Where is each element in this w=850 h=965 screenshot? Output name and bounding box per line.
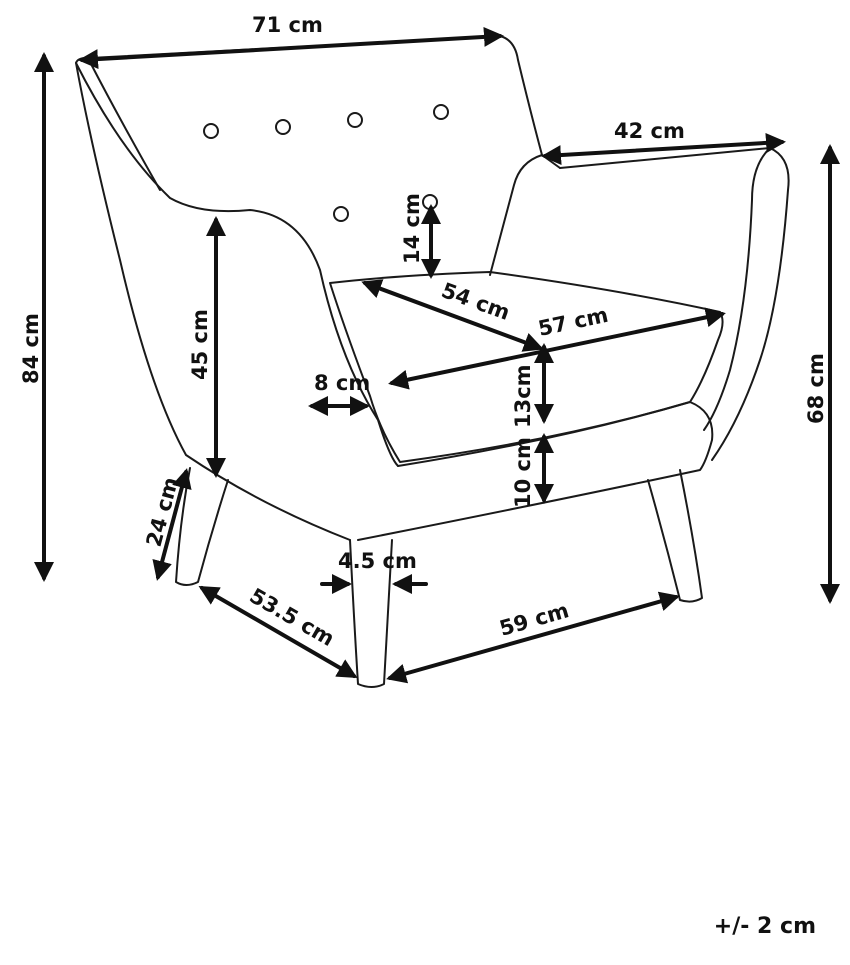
label-arm-width: 8 cm	[314, 371, 370, 395]
tuft-button	[333, 206, 349, 222]
label-leg-thickness: 4.5 cm	[338, 549, 417, 573]
label-total-width: 71 cm	[252, 13, 323, 37]
dimension-arrows	[34, 26, 840, 684]
arrow-leg-height	[152, 468, 192, 581]
dimension-labels: 71 cm 42 cm 84 cm 68 cm 14 cm 54 cm 57 c…	[19, 13, 828, 651]
label-cushion-height: 13cm	[511, 364, 535, 428]
label-base-width: 59 cm	[497, 598, 572, 641]
tolerance-note: +/- 2 cm	[713, 914, 816, 939]
label-backrest-to-seat: 14 cm	[400, 193, 424, 264]
label-seat-height: 45 cm	[188, 309, 212, 380]
arrow-base-width	[386, 591, 680, 684]
tuft-button	[433, 104, 449, 120]
label-total-height: 84 cm	[19, 313, 43, 384]
arrow-total-width	[78, 26, 504, 70]
right-leg	[647, 469, 703, 603]
tuft-button	[275, 119, 291, 135]
arrow-base-depth	[198, 585, 358, 679]
arrow-arm-depth	[541, 132, 786, 166]
label-arm-height: 68 cm	[804, 353, 828, 424]
right-arm	[489, 147, 790, 461]
label-seat-depth: 54 cm	[438, 278, 513, 325]
label-base-height: 10 cm	[511, 437, 535, 508]
left-arm	[75, 62, 399, 541]
label-arm-depth: 42 cm	[614, 119, 685, 143]
label-seat-width: 57 cm	[536, 303, 610, 341]
tuft-button	[347, 112, 363, 128]
arrow-seat-width	[388, 307, 726, 390]
tuft-button	[203, 123, 219, 139]
